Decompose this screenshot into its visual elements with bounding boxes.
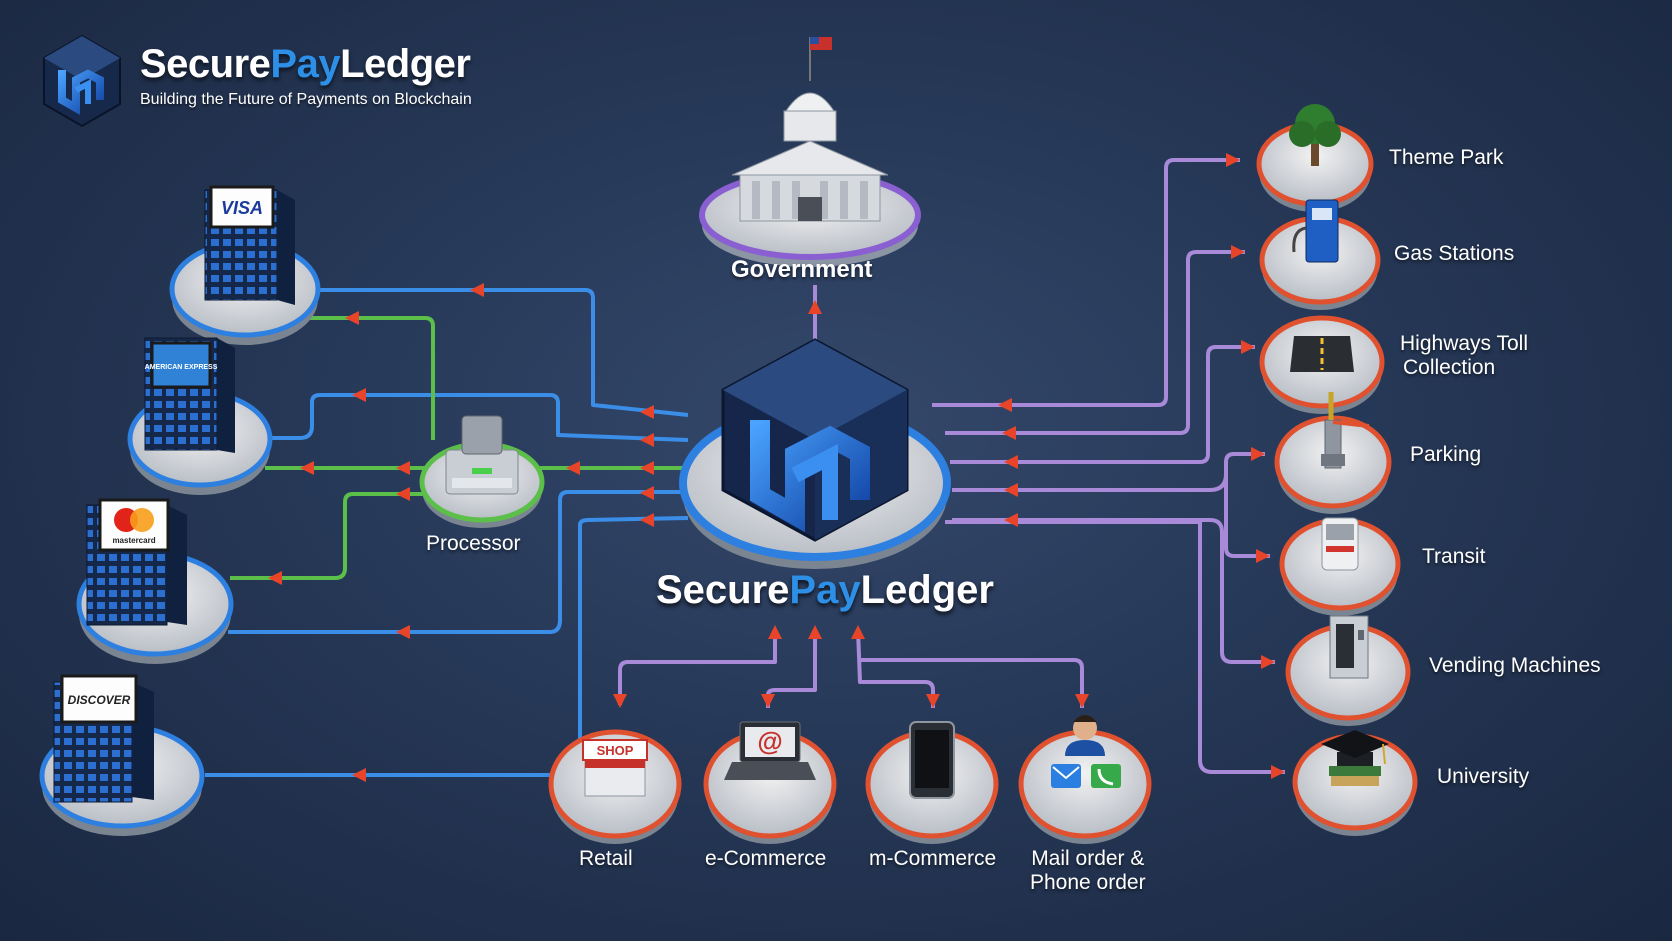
arrow xyxy=(768,625,782,639)
arrow xyxy=(1002,426,1016,440)
processor-node[interactable] xyxy=(422,416,542,528)
arrow xyxy=(640,461,654,475)
university-link xyxy=(945,522,1285,772)
mastercard-logo: mastercard xyxy=(112,536,155,545)
brand-header: SecurePayLedger Building the Future of P… xyxy=(140,42,472,109)
terminal-icon xyxy=(446,416,518,494)
discover-node[interactable]: DISCOVER xyxy=(42,676,202,836)
arrow xyxy=(352,388,366,402)
arrow xyxy=(1241,340,1255,354)
university-node[interactable] xyxy=(1295,730,1415,836)
retail-label: Retail xyxy=(579,847,633,871)
government-node[interactable] xyxy=(702,37,918,267)
theme-park-label: Theme Park xyxy=(1389,146,1503,170)
smartphone-icon xyxy=(910,722,954,798)
arrow xyxy=(808,300,822,314)
visa-processor-link xyxy=(300,318,433,440)
arrow xyxy=(396,625,410,639)
themepark-link xyxy=(932,160,1240,405)
hub-title: SecurePayLedger xyxy=(656,568,994,613)
highways-node[interactable] xyxy=(1262,318,1382,414)
arrow xyxy=(566,461,580,475)
brand-title: SecurePayLedger xyxy=(140,42,472,87)
highways-label: Highways Toll Collection xyxy=(1400,332,1528,380)
parking-node[interactable] xyxy=(1277,392,1389,514)
parking-label: Parking xyxy=(1410,443,1481,467)
arrow xyxy=(851,625,865,639)
vending-machine-icon xyxy=(1330,616,1368,678)
brand-tagline: Building the Future of Payments on Block… xyxy=(140,91,472,109)
ecommerce-node[interactable]: @ xyxy=(706,722,834,844)
mastercard-orange-circle xyxy=(130,508,154,532)
at-sign-icon: @ xyxy=(757,726,782,756)
retail-node[interactable]: SHOP xyxy=(551,732,679,844)
arrow xyxy=(1004,455,1018,469)
arrow xyxy=(1075,694,1089,708)
mc-processor-link xyxy=(230,494,435,578)
arrow xyxy=(1004,483,1018,497)
parking-link xyxy=(952,454,1265,490)
arrow xyxy=(1251,447,1265,461)
arrow xyxy=(640,513,654,527)
theme-park-node[interactable] xyxy=(1259,104,1371,212)
discover-logo: DISCOVER xyxy=(68,693,131,707)
amex-node[interactable]: AMERICAN EXPRESS xyxy=(130,338,270,495)
arrow xyxy=(761,694,775,708)
government-label: Government xyxy=(731,256,872,284)
arrow xyxy=(345,311,359,325)
arrow xyxy=(1226,153,1240,167)
vending-label: Vending Machines xyxy=(1429,654,1601,678)
mcommerce-link xyxy=(858,630,933,708)
svg-text:SHOP: SHOP xyxy=(597,743,634,758)
arrow xyxy=(1261,655,1275,669)
university-label: University xyxy=(1437,765,1529,789)
mailorder-label: Mail order & Phone order xyxy=(1030,847,1146,895)
arrow xyxy=(640,433,654,447)
gas-stations-node[interactable] xyxy=(1262,200,1378,310)
brand-logo-icon xyxy=(44,36,120,126)
road-icon xyxy=(1290,336,1354,372)
arrow xyxy=(396,461,410,475)
processor-label: Processor xyxy=(426,532,521,556)
hub-node[interactable] xyxy=(683,340,947,569)
visa-node[interactable]: VISA xyxy=(172,187,318,345)
vending-node[interactable] xyxy=(1288,616,1408,726)
arrow xyxy=(396,487,410,501)
arrow xyxy=(300,461,314,475)
gas-stations-label: Gas Stations xyxy=(1394,242,1514,266)
arrow xyxy=(470,283,484,297)
arrow xyxy=(926,694,940,708)
arrow xyxy=(352,768,366,782)
arrow xyxy=(998,398,1012,412)
transit-link xyxy=(1226,470,1270,556)
arrow xyxy=(808,625,822,639)
arrow xyxy=(1231,245,1245,259)
arrow xyxy=(640,486,654,500)
capitol-building-icon xyxy=(732,37,888,221)
arrow xyxy=(1271,765,1285,779)
visa-logo: VISA xyxy=(221,198,263,218)
ecommerce-label: e-Commerce xyxy=(705,847,826,871)
transit-label: Transit xyxy=(1422,545,1485,569)
arrow xyxy=(1256,549,1270,563)
arrow xyxy=(268,571,282,585)
mcommerce-node[interactable] xyxy=(868,722,996,844)
transit-node[interactable] xyxy=(1282,518,1398,616)
arrow xyxy=(1004,513,1018,527)
mcommerce-label: m-Commerce xyxy=(869,847,996,871)
arrow xyxy=(613,694,627,708)
bus-icon xyxy=(1322,518,1358,570)
phone-icon xyxy=(1091,764,1121,788)
arrow xyxy=(640,405,654,419)
amex-logo: AMERICAN EXPRESS xyxy=(145,364,218,371)
mastercard-node[interactable]: mastercard xyxy=(79,500,231,664)
mail-icon xyxy=(1051,764,1081,788)
mailorder-node[interactable] xyxy=(1021,715,1149,844)
retail-link xyxy=(620,630,775,705)
shop-icon: SHOP xyxy=(583,740,647,796)
